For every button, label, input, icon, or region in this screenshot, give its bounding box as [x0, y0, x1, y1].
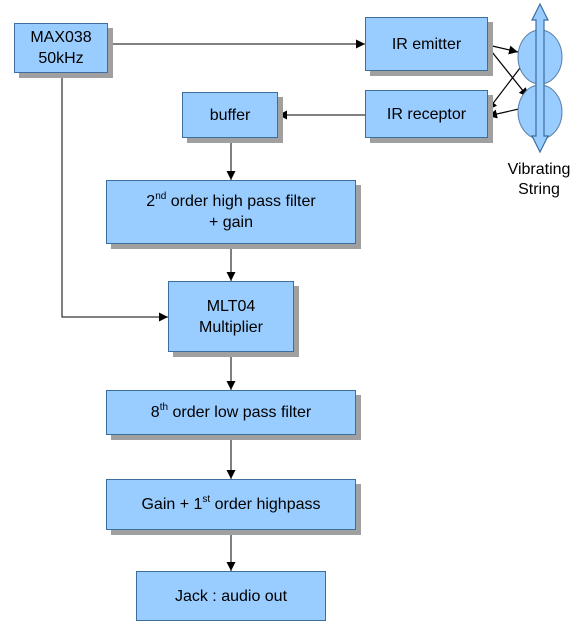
multiplier-line1: MLT04: [206, 297, 256, 315]
oscillator-line1: MAX038: [30, 29, 92, 46]
lowpass-label: 8th order low pass filter: [150, 401, 312, 421]
oscillator-line2: 50kHz: [38, 50, 84, 67]
gain-label: Gain + 1st order highpass: [141, 493, 321, 513]
ir-receptor-label: IR receptor: [386, 105, 467, 123]
multiplier-line2: Multiplier: [198, 318, 263, 336]
string-caption-line2: String: [518, 181, 560, 198]
vibrating-string-icon: [517, 2, 563, 154]
ir-receptor-block: IR receptor: [365, 90, 488, 138]
highpass-filter-block: 2nd order high pass filter + gain: [106, 180, 356, 244]
jack-audio-out-block: Jack : audio out: [136, 571, 326, 621]
beam-receptor-lower: [487, 107, 524, 119]
multiplier-block: MLT04 Multiplier: [168, 281, 294, 352]
beam-emitter-upper: [487, 44, 519, 55]
buffer-label: buffer: [209, 106, 251, 124]
buffer-block: buffer: [182, 92, 278, 138]
lowpass-filter-block: 8th order low pass filter: [106, 390, 356, 435]
ir-emitter-block: IR emitter: [365, 17, 488, 71]
ir-emitter-label: IR emitter: [391, 35, 462, 53]
beam-emitter-lower: [487, 46, 529, 98]
gain-highpass-block: Gain + 1st order highpass: [106, 479, 356, 530]
beam-receptor-upper: [487, 67, 521, 111]
jack-label: Jack : audio out: [174, 587, 288, 605]
string-caption-line1: Vibrating: [507, 161, 571, 178]
highpass-line2: + gain: [208, 214, 254, 231]
arrow-osc-to-multiplier: [61, 73, 168, 322]
vibrating-string-caption: Vibrating String: [494, 160, 584, 200]
oscillator-block: MAX038 50kHz: [14, 23, 108, 73]
highpass-line1: 2nd order high pass filter: [146, 190, 316, 210]
